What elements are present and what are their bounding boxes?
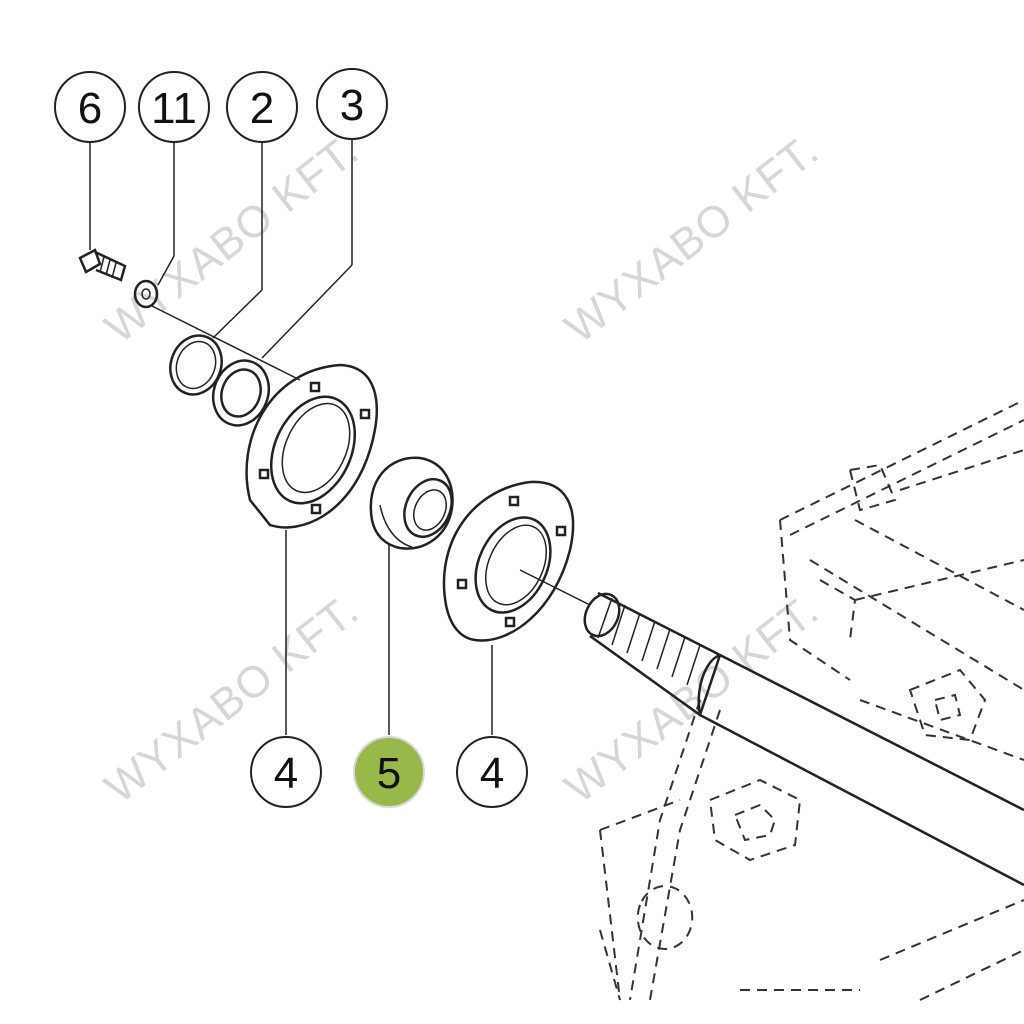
callout-11[interactable]: 11 (138, 71, 210, 143)
callout-4-right[interactable]: 4 (456, 736, 528, 808)
gearbox-housing-outline (599, 399, 1024, 1001)
callout-4-right-label: 4 (480, 749, 504, 798)
flange-plate-left-part (245, 363, 378, 529)
watermark-2: WYXABO KFT. (556, 125, 828, 353)
flange-plate-right-part (442, 480, 575, 642)
watermark-3: WYXABO KFT. (96, 585, 368, 813)
bearing-part (369, 456, 454, 550)
splined-shaft-part (583, 591, 1024, 887)
callout-2-label: 2 (250, 84, 274, 133)
callout-3[interactable]: 3 (316, 68, 388, 140)
assembly-axis-line (149, 304, 591, 606)
callout-4-left[interactable]: 4 (250, 736, 322, 808)
watermark-group: WYXABO KFT. WYXABO KFT. WYXABO KFT. WYXA… (96, 125, 828, 813)
washer-part (133, 279, 159, 309)
callout-4-left-label: 4 (274, 749, 298, 798)
spacer-ring-part (211, 359, 271, 427)
callout-5[interactable]: 5 (353, 736, 425, 808)
callout-6[interactable]: 6 (54, 71, 126, 143)
callout-2[interactable]: 2 (226, 71, 298, 143)
leader-lines (89, 140, 493, 735)
bolt-part (78, 248, 127, 282)
callout-6-label: 6 (78, 84, 102, 133)
callout-3-label: 3 (340, 81, 364, 130)
callout-5-label: 5 (377, 749, 401, 798)
callout-11-label: 11 (151, 84, 197, 133)
watermark-4: WYXABO KFT. (556, 585, 828, 813)
